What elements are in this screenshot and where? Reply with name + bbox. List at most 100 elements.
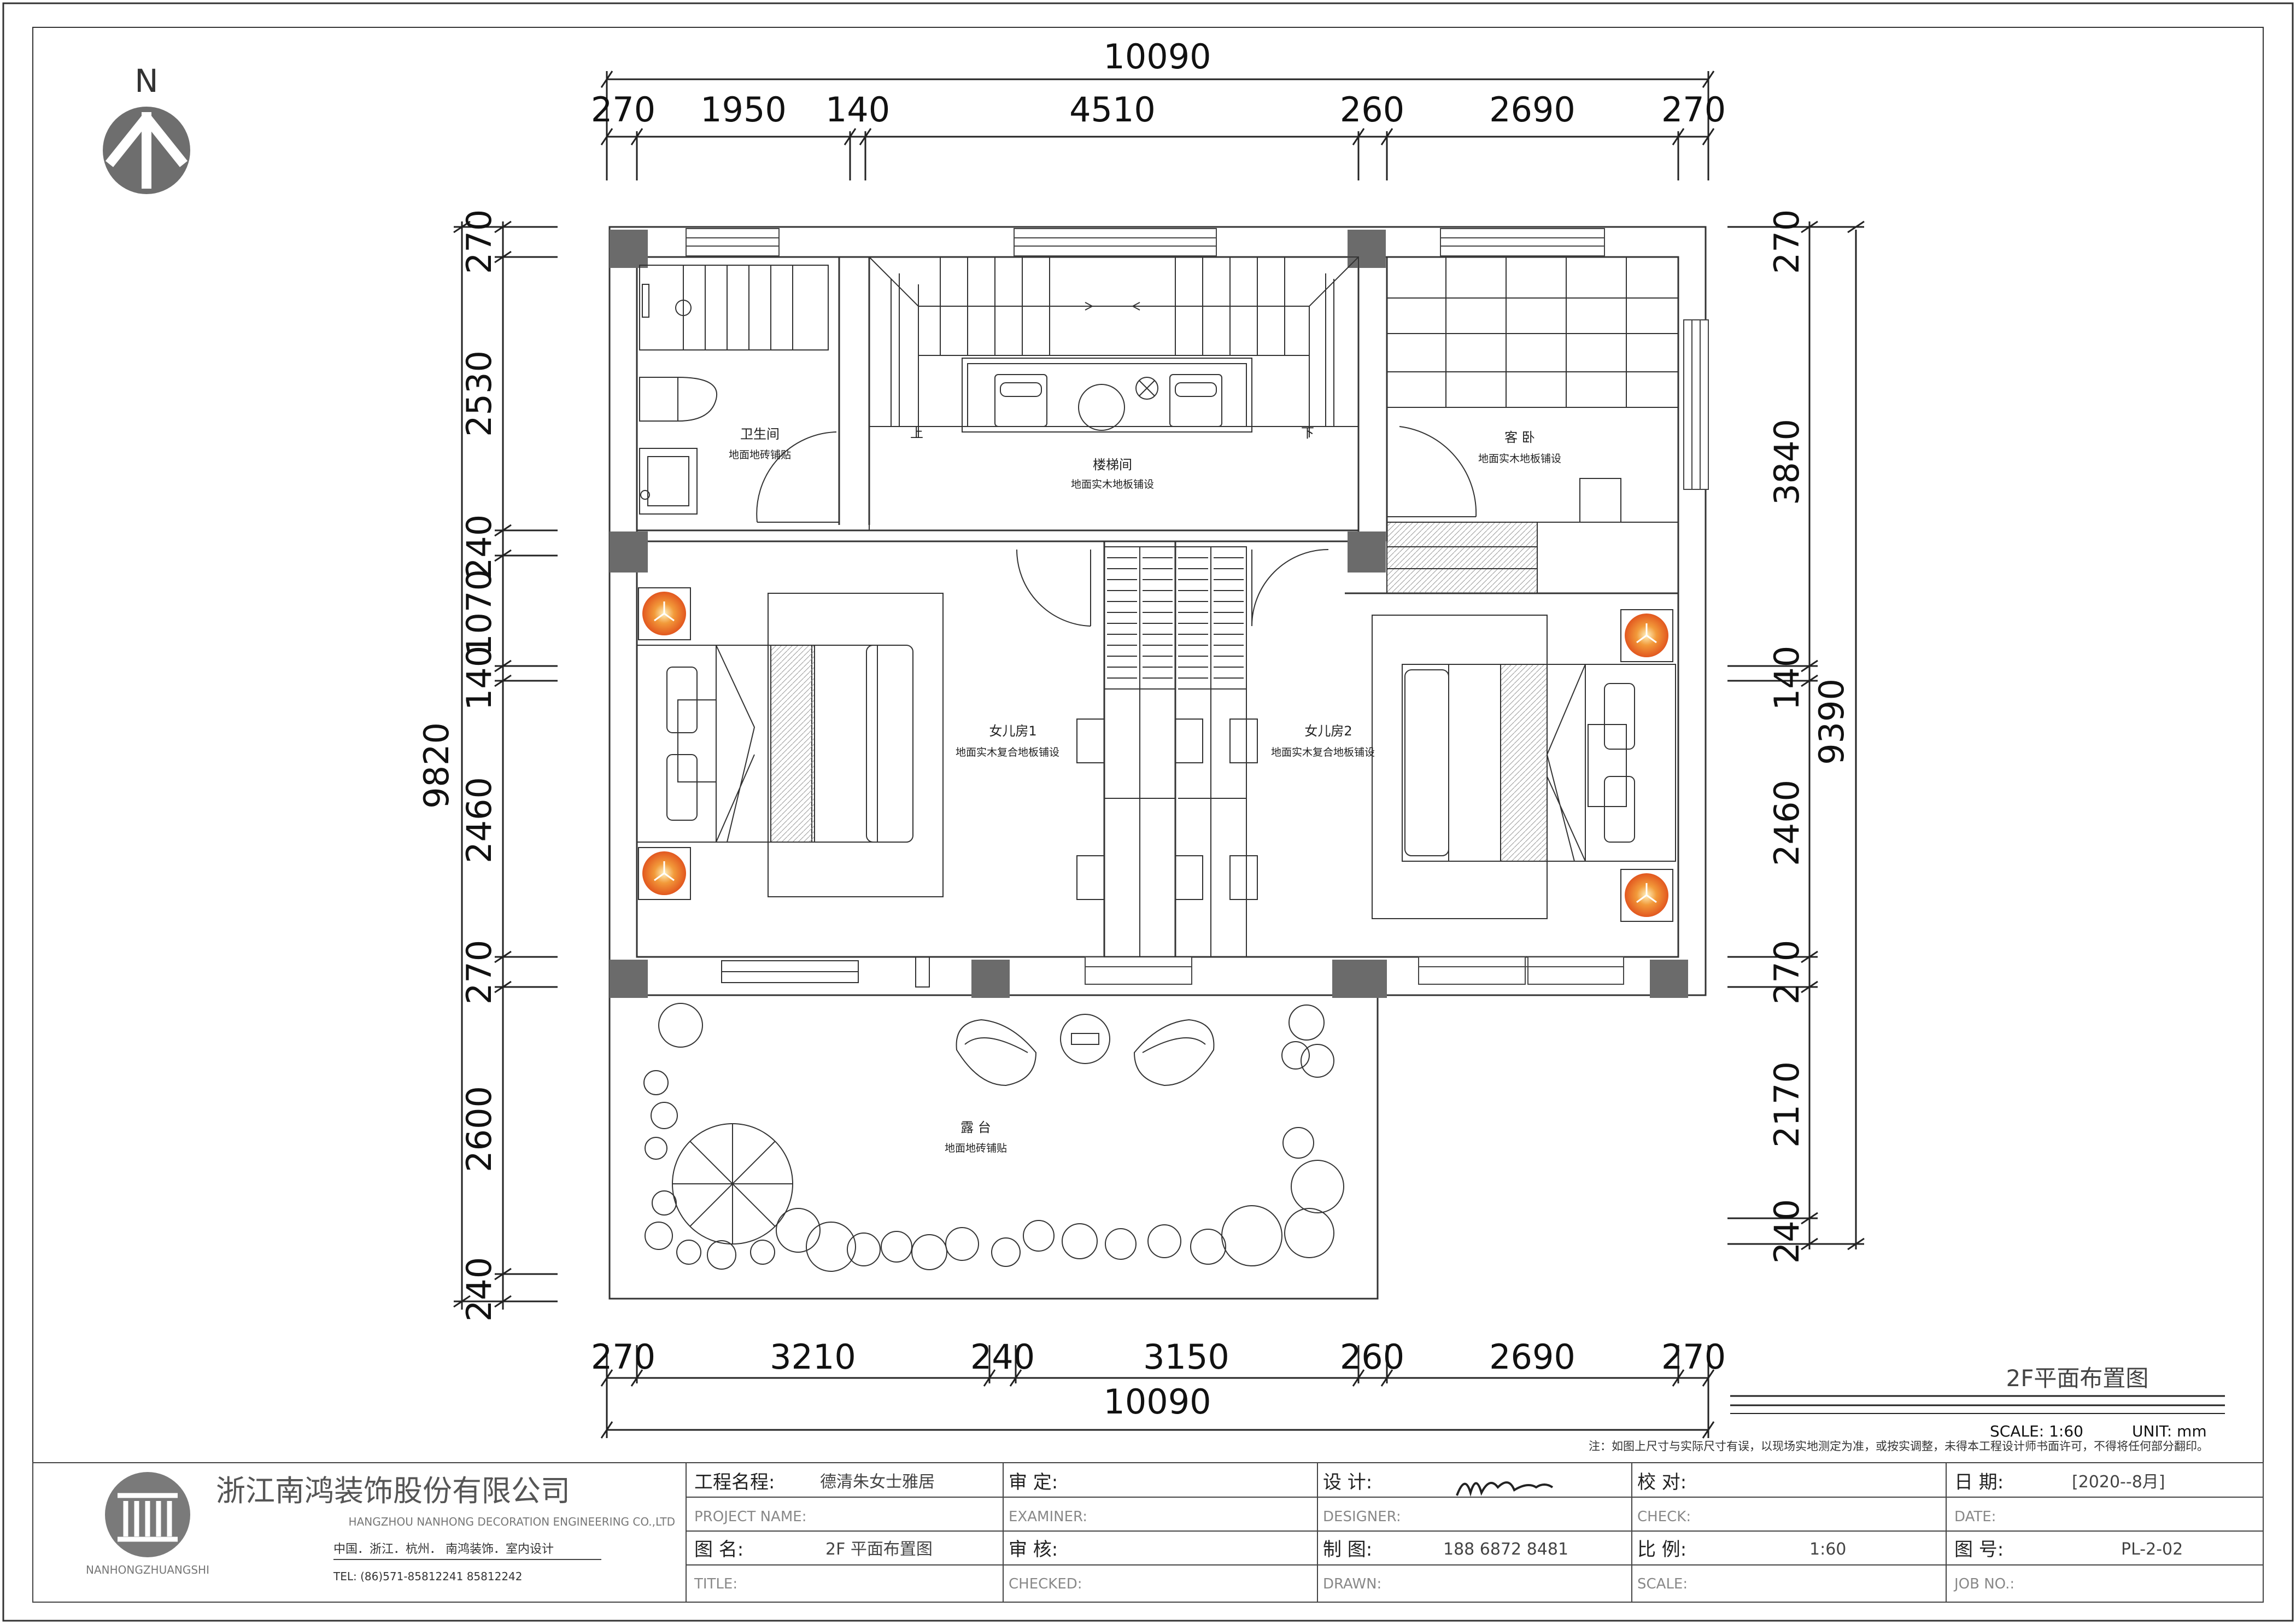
drawing-note: 注：如图上尺寸与实际尺寸有误，以现场实地测定为准，或按实调整，未得本工程设计师书… bbox=[1589, 1440, 2209, 1453]
job-no-label: 图 号: bbox=[1954, 1539, 2004, 1561]
approve-label-en: EXAMINER: bbox=[1009, 1509, 1087, 1525]
bathroom-name: 卫生间 bbox=[740, 427, 780, 442]
stair-room-floor: 地面实木地板铺设 bbox=[1071, 478, 1154, 490]
date-label-en: DATE: bbox=[1954, 1509, 1996, 1525]
dim-bottom-4: 260 bbox=[1340, 1337, 1404, 1377]
lamp-icon bbox=[638, 587, 691, 640]
dim-left-8: 240 bbox=[459, 1257, 499, 1322]
design-label: 设 计: bbox=[1323, 1471, 1372, 1493]
company-tel: TEL: (86)571-85812241 85812242 bbox=[333, 1570, 523, 1583]
dim-right-3: 2460 bbox=[1767, 780, 1807, 866]
north-label: N bbox=[134, 62, 158, 100]
stair-up-label: 上 bbox=[910, 425, 923, 441]
guest-room-floor: 地面实木地板铺设 bbox=[1478, 453, 1561, 465]
dim-top-3: 4510 bbox=[1069, 90, 1156, 130]
job-no-value: PL-2-02 bbox=[2121, 1540, 2183, 1559]
unit-text: UNIT: mm bbox=[2132, 1422, 2207, 1440]
dim-top-2: 140 bbox=[825, 90, 890, 130]
draw-label-en: DRAWN: bbox=[1323, 1576, 1381, 1592]
dim-bottom-segments: 270 3210 240 3150 260 2690 270 bbox=[591, 1337, 1726, 1377]
dim-top-6: 270 bbox=[1661, 90, 1726, 130]
girl-room-2-name: 女儿房2 bbox=[1304, 723, 1352, 739]
logo-text: NANHONGZHUANGSHI bbox=[86, 1563, 209, 1576]
dimension-top bbox=[600, 71, 1715, 180]
dim-left-0: 270 bbox=[459, 209, 499, 274]
scale-value: 1:60 bbox=[1809, 1540, 1846, 1559]
dim-right-5: 2170 bbox=[1767, 1061, 1807, 1148]
dim-right-1: 3840 bbox=[1767, 419, 1807, 505]
dim-right-segments: 270 3840 140 2460 270 2170 240 bbox=[1767, 209, 1807, 1264]
dimension-right bbox=[1727, 220, 1865, 1251]
scale-label-en: SCALE: bbox=[1637, 1576, 1688, 1592]
dim-top-1: 1950 bbox=[700, 90, 787, 130]
dim-bottom-5: 2690 bbox=[1489, 1337, 1575, 1377]
guest-room-furniture bbox=[1386, 256, 1679, 594]
stair-down-label: 下 bbox=[1301, 425, 1314, 441]
dimension-bottom bbox=[600, 1345, 1715, 1439]
lamp-icon bbox=[1620, 609, 1673, 662]
draw-label: 制 图: bbox=[1323, 1539, 1372, 1561]
dim-top-segments: 270 1950 140 4510 260 2690 270 bbox=[591, 90, 1726, 130]
north-arrow-icon: N bbox=[103, 62, 190, 194]
structural-columns bbox=[610, 230, 1688, 998]
title-block-frame bbox=[32, 1462, 2264, 1603]
lamp-icon bbox=[638, 847, 691, 900]
job-no-label-en: JOB NO.: bbox=[1953, 1576, 2014, 1592]
company-address: 中国．浙江．杭州． 南鸿装饰．室内设计 bbox=[333, 1543, 554, 1556]
title-label: 图 名: bbox=[694, 1539, 743, 1561]
dim-bottom-1: 3210 bbox=[770, 1337, 856, 1377]
dim-left-1: 2530 bbox=[459, 350, 499, 437]
dim-top-total: 10090 bbox=[1103, 37, 1211, 77]
girl-room-1-furniture bbox=[636, 546, 1203, 957]
company-name: 浙江南鸿装饰股份有限公司 bbox=[216, 1474, 570, 1508]
dim-left-segments: 270 2530 240 1070 140 2460 270 2600 240 bbox=[459, 209, 499, 1322]
project-label: 工程名程: bbox=[694, 1471, 775, 1493]
bathroom-floor: 地面地砖铺贴 bbox=[729, 449, 791, 461]
company-name-en: HANGZHOU NANHONG DECORATION ENGINEERING … bbox=[349, 1515, 675, 1528]
dim-right-0: 270 bbox=[1767, 209, 1807, 274]
scale-text: SCALE: 1:60 bbox=[1990, 1422, 2083, 1440]
dim-bottom-total: 10090 bbox=[1103, 1382, 1211, 1422]
dim-left-3: 1070 bbox=[459, 569, 499, 656]
guest-room-name: 客 卧 bbox=[1504, 430, 1535, 445]
dim-right-4: 270 bbox=[1767, 940, 1807, 1004]
girl-room-2-floor: 地面实木复合地板铺设 bbox=[1271, 746, 1375, 758]
date-label: 日 期: bbox=[1954, 1471, 2004, 1493]
dim-left-total: 9820 bbox=[417, 722, 456, 809]
terrace-furniture bbox=[643, 956, 1344, 1272]
dim-right-6: 240 bbox=[1767, 1199, 1807, 1264]
girl-room-2-furniture bbox=[1175, 546, 1676, 957]
stair-landing-furniture bbox=[994, 374, 1222, 431]
design-label-en: DESIGNER: bbox=[1323, 1509, 1401, 1525]
dim-right-total: 9390 bbox=[1812, 679, 1852, 765]
staircase bbox=[869, 256, 1359, 531]
dim-top-5: 2690 bbox=[1489, 90, 1575, 130]
dim-left-2: 240 bbox=[459, 515, 499, 579]
ceiling-lamp-icons bbox=[638, 587, 1673, 922]
designer-signature bbox=[1456, 1481, 1554, 1497]
title-label-en: TITLE: bbox=[694, 1576, 737, 1592]
dim-left-7: 2600 bbox=[459, 1086, 499, 1172]
dim-bottom-0: 270 bbox=[591, 1337, 655, 1377]
bathroom-fixtures bbox=[639, 265, 839, 523]
dim-bottom-6: 270 bbox=[1661, 1337, 1726, 1377]
windows bbox=[686, 228, 1709, 985]
draw-value: 188 6872 8481 bbox=[1443, 1540, 1568, 1559]
lamp-icon bbox=[1620, 869, 1673, 922]
girl-room-1-name: 女儿房1 bbox=[989, 723, 1036, 739]
project-label-en: PROJECT NAME: bbox=[694, 1509, 806, 1525]
drawing-title-block: 2F平面布置图 SCALE: 1:60 UNIT: mm 注：如图上尺寸与实际尺… bbox=[1589, 1365, 2225, 1453]
check2-label-en: CHECKED: bbox=[1009, 1576, 1082, 1592]
company-logo: NANHONGZHUANGSHI bbox=[86, 1472, 209, 1576]
approve-label: 审 定: bbox=[1009, 1471, 1058, 1493]
terrace-floor: 地面地砖铺贴 bbox=[945, 1142, 1007, 1154]
date-value: [2020--8月] bbox=[2072, 1473, 2165, 1492]
dimension-left bbox=[453, 220, 558, 1310]
dim-right-2: 140 bbox=[1767, 646, 1807, 710]
title-value: 2F 平面布置图 bbox=[825, 1540, 933, 1559]
dim-left-4: 140 bbox=[459, 646, 499, 710]
terrace-name: 露 台 bbox=[960, 1120, 991, 1135]
dim-left-6: 270 bbox=[459, 940, 499, 1004]
